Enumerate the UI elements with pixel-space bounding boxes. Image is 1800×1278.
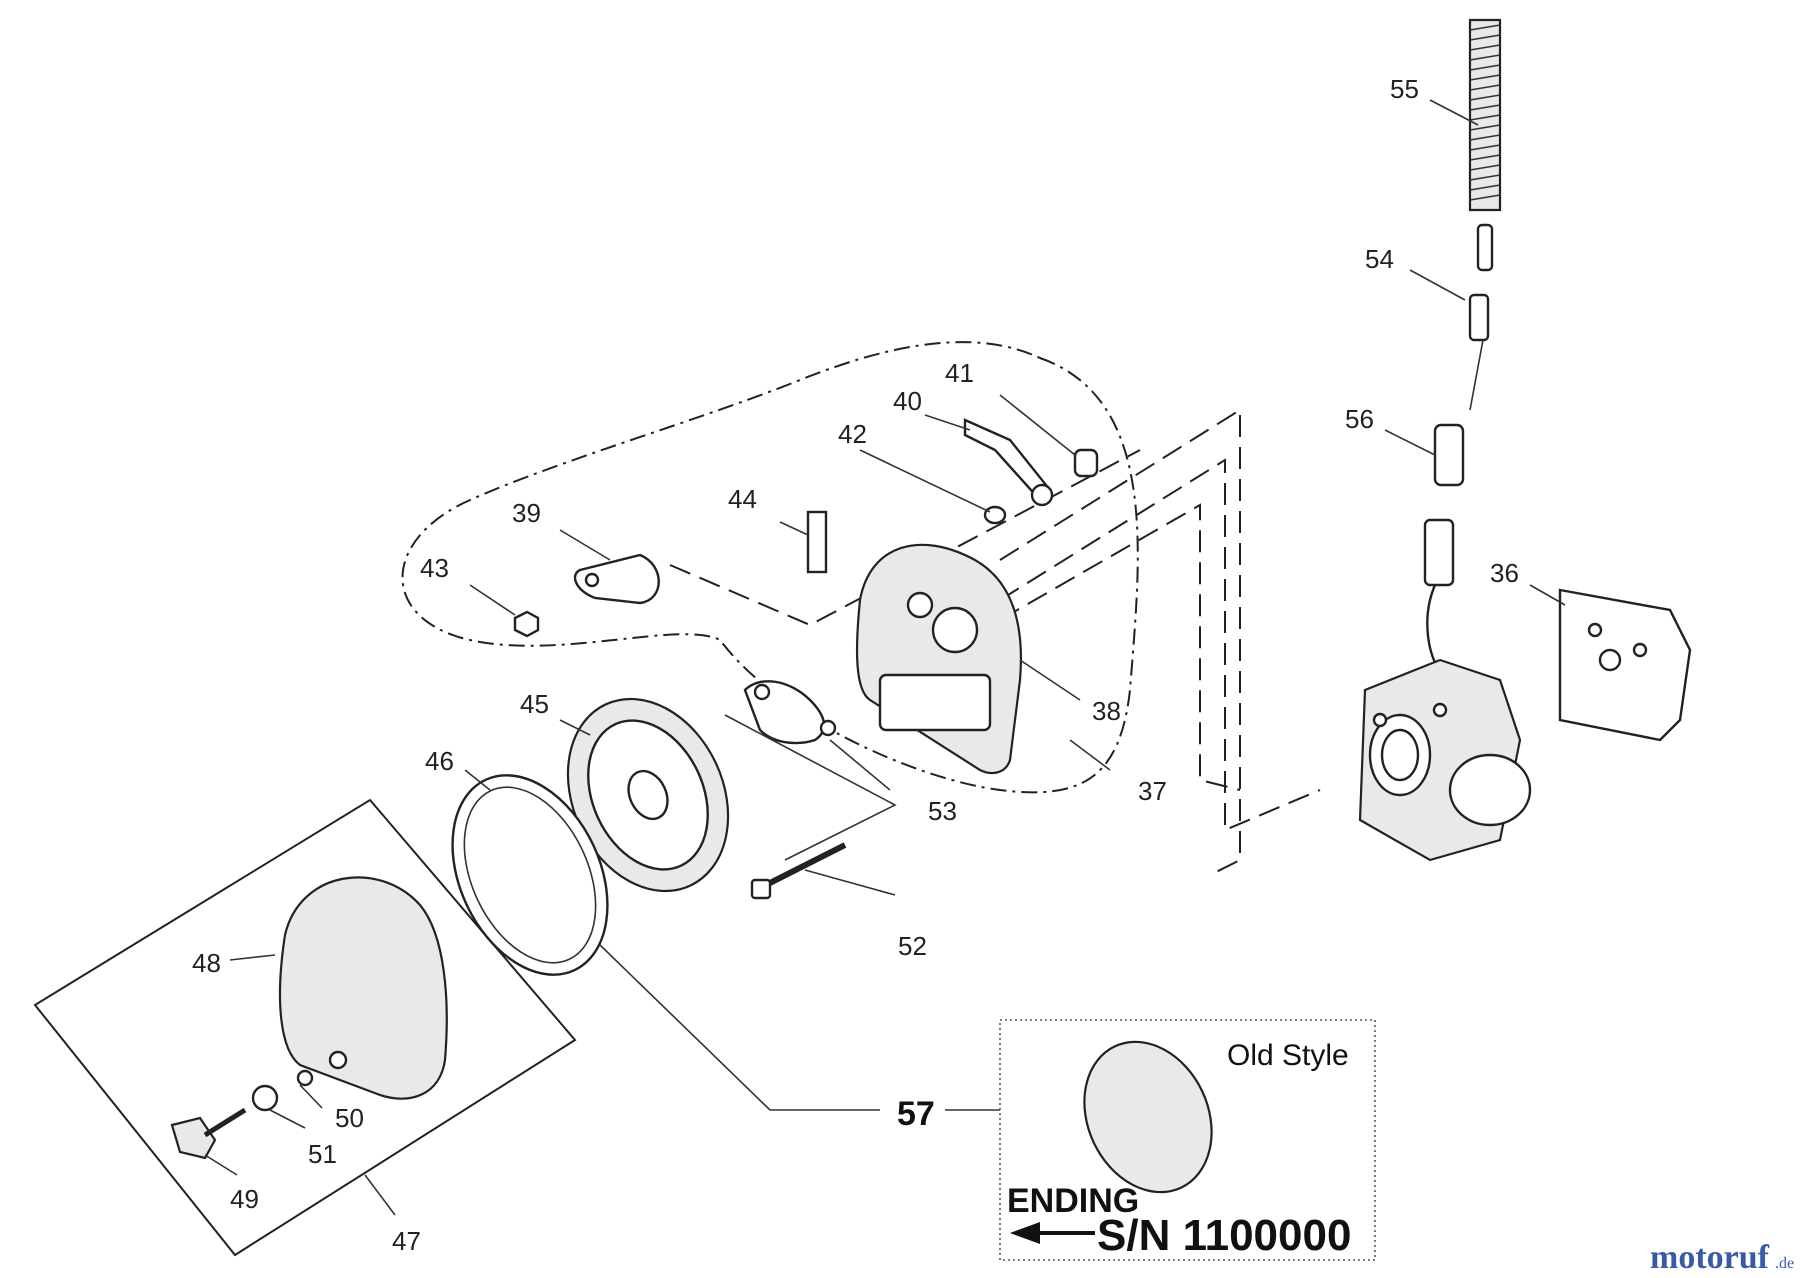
- label-part-53: 53: [928, 796, 957, 826]
- part-55-spring: [1468, 18, 1502, 212]
- label-part-45: 45: [520, 689, 549, 719]
- alignment-line-1: [999, 408, 1241, 876]
- part-42-washer: [983, 505, 1007, 525]
- part-48-cover: [278, 876, 448, 1100]
- old-style-inset: Old Style ENDING S/N 1100000: [999, 1019, 1376, 1261]
- serial-label: S/N 1100000: [1097, 1211, 1351, 1260]
- label-part-41: 41: [945, 358, 974, 388]
- label-part-44: 44: [728, 484, 757, 514]
- part-53-bracket: [724, 714, 897, 861]
- old-style-filter: [1083, 1040, 1213, 1194]
- label-part-49: 49: [230, 1184, 259, 1214]
- label-part-39: 39: [512, 498, 541, 528]
- part-39-hole: [584, 572, 600, 588]
- label-part-36: 36: [1490, 558, 1519, 588]
- label-part-37: 37: [1138, 776, 1167, 806]
- label-part-46: 46: [425, 746, 454, 776]
- watermark-logo: motoruf .de: [1650, 1239, 1794, 1276]
- watermark-brand: motoruf: [1650, 1239, 1770, 1276]
- label-part-38: 38: [1092, 696, 1121, 726]
- part-49-knob: [170, 1107, 247, 1160]
- part-40-lever: [963, 418, 1054, 507]
- label-part-57: 57: [897, 1095, 935, 1133]
- alignment-line-4: [669, 449, 1141, 627]
- watermark-suffix: .de: [1775, 1255, 1794, 1272]
- label-part-50: 50: [335, 1103, 364, 1133]
- part-54-cable: [1468, 223, 1494, 411]
- part-50-washer: [296, 1069, 314, 1087]
- part-52-bolt: [750, 842, 847, 900]
- carburetor-assembly: [1358, 658, 1532, 862]
- label-part-55: 55: [1390, 74, 1419, 104]
- part-45-filter-support: [566, 697, 730, 893]
- leader-lines: [204, 99, 1566, 1216]
- part-43-nut: [513, 610, 540, 638]
- part-56-connector: [1423, 423, 1465, 671]
- assembly-boundary-37: [401, 341, 1139, 794]
- alignment-line-2: [999, 503, 1241, 791]
- label-part-43: 43: [420, 553, 449, 583]
- label-part-40: 40: [893, 386, 922, 416]
- label-part-52: 52: [898, 931, 927, 961]
- label-part-47: 47: [392, 1226, 421, 1256]
- ending-label: ENDING: [1007, 1182, 1139, 1220]
- old-style-label: Old Style: [1227, 1039, 1349, 1072]
- label-part-54: 54: [1365, 244, 1394, 274]
- label-part-56: 56: [1345, 404, 1374, 434]
- part-51-washer: [251, 1084, 279, 1112]
- part-36-plate: [1558, 588, 1692, 742]
- label-part-51: 51: [308, 1139, 337, 1169]
- part-39-choke: [573, 553, 660, 605]
- ending-arrow-head: [1010, 1222, 1040, 1244]
- part-46-filter-ring: [451, 774, 609, 976]
- label-part-42: 42: [838, 419, 867, 449]
- part-38-filter-base: [855, 543, 1022, 775]
- part-44-plate: [806, 510, 828, 574]
- alignment-line-3: [999, 458, 1321, 832]
- part-47-kit-box: [33, 798, 577, 1257]
- part-41-bushing: [1073, 448, 1099, 478]
- label-part-48: 48: [192, 948, 221, 978]
